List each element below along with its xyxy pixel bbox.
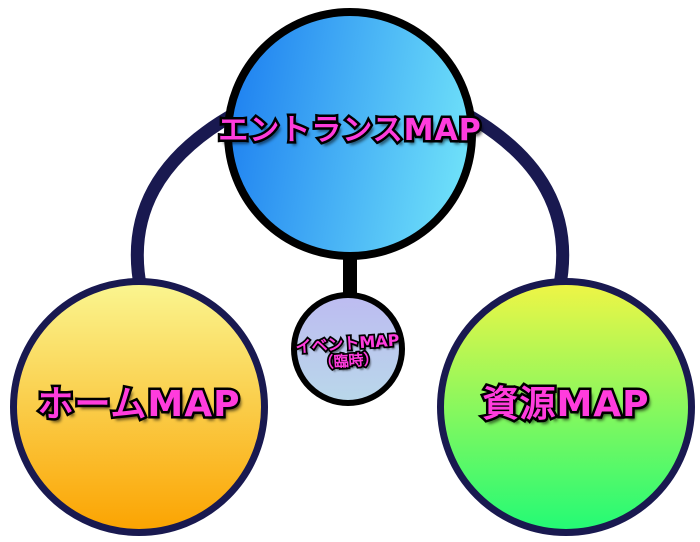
resource-map-label: 資源MAP <box>480 382 651 428</box>
connector-entrance-resource <box>455 105 570 297</box>
home-map-label: ホームMAP <box>35 382 242 428</box>
entrance-map-label: エントランスMAP <box>216 111 483 150</box>
node-entrance-map[interactable]: エントランスMAP <box>216 8 483 260</box>
node-resource-map[interactable]: 資源MAP <box>437 278 695 536</box>
event-map-label: イベントMAP （臨時） <box>293 329 402 375</box>
node-home-map[interactable]: ホームMAP <box>10 278 268 536</box>
connector-entrance-home <box>130 105 245 297</box>
node-event-map[interactable]: イベントMAP （臨時） <box>291 292 405 406</box>
